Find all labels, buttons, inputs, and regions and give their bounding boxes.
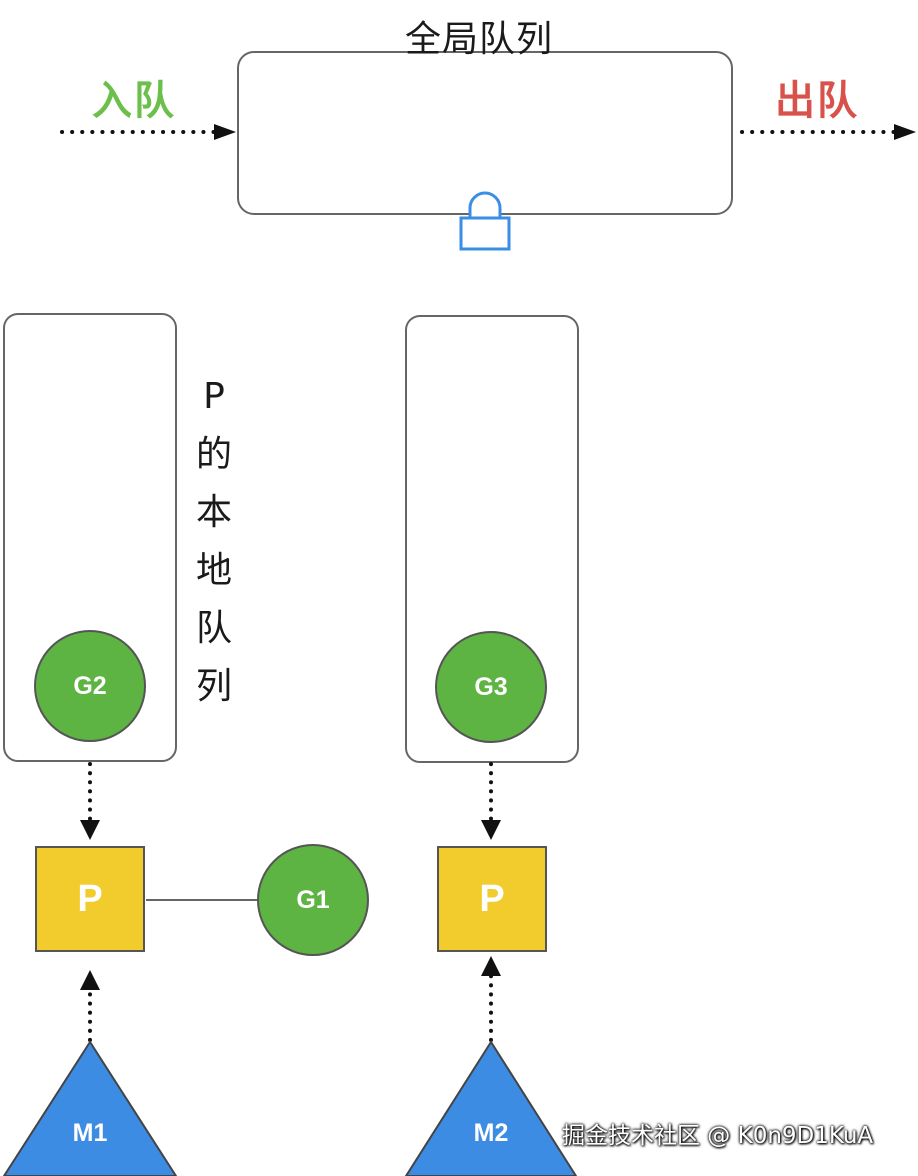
arrowhead-g3-to-p-right <box>481 820 501 840</box>
dequeue-label: 出队 <box>775 78 859 124</box>
watermark: 掘金技术社区 @ K0n9D1KuA <box>562 1123 874 1149</box>
svg-text:P: P <box>479 878 504 920</box>
goroutine-g1: G1 <box>257 844 369 956</box>
goroutine-g2: G2 <box>34 630 146 742</box>
global-queue-box <box>237 51 733 215</box>
enqueue-arrowhead <box>214 124 236 140</box>
dequeue-arrowhead <box>894 124 916 140</box>
goroutine-g3: G3 <box>435 631 547 743</box>
svg-text:G1: G1 <box>296 886 329 914</box>
global-queue-title: 全局队列 <box>405 19 554 60</box>
svg-text:G2: G2 <box>73 672 106 700</box>
enqueue-label: 入队 <box>92 78 176 124</box>
machine-m1: M1 <box>2 1040 178 1176</box>
arrowhead-g2-to-p-left <box>80 820 100 840</box>
local-queue-box-left <box>3 313 177 762</box>
svg-text:M1: M1 <box>73 1119 108 1147</box>
svg-text:G3: G3 <box>474 673 507 701</box>
processor-p-left: P <box>35 846 145 952</box>
lock-icon <box>459 191 511 251</box>
svg-text:P: P <box>77 878 102 920</box>
machine-m2: M2 <box>404 1040 578 1176</box>
svg-text:M2: M2 <box>474 1119 509 1147</box>
local-queue-label: P的本地队列 <box>195 376 232 707</box>
arrowhead-m2-to-p-right <box>481 956 501 976</box>
arrowhead-m1-to-p-left <box>80 970 100 990</box>
processor-p-right: P <box>437 846 547 952</box>
